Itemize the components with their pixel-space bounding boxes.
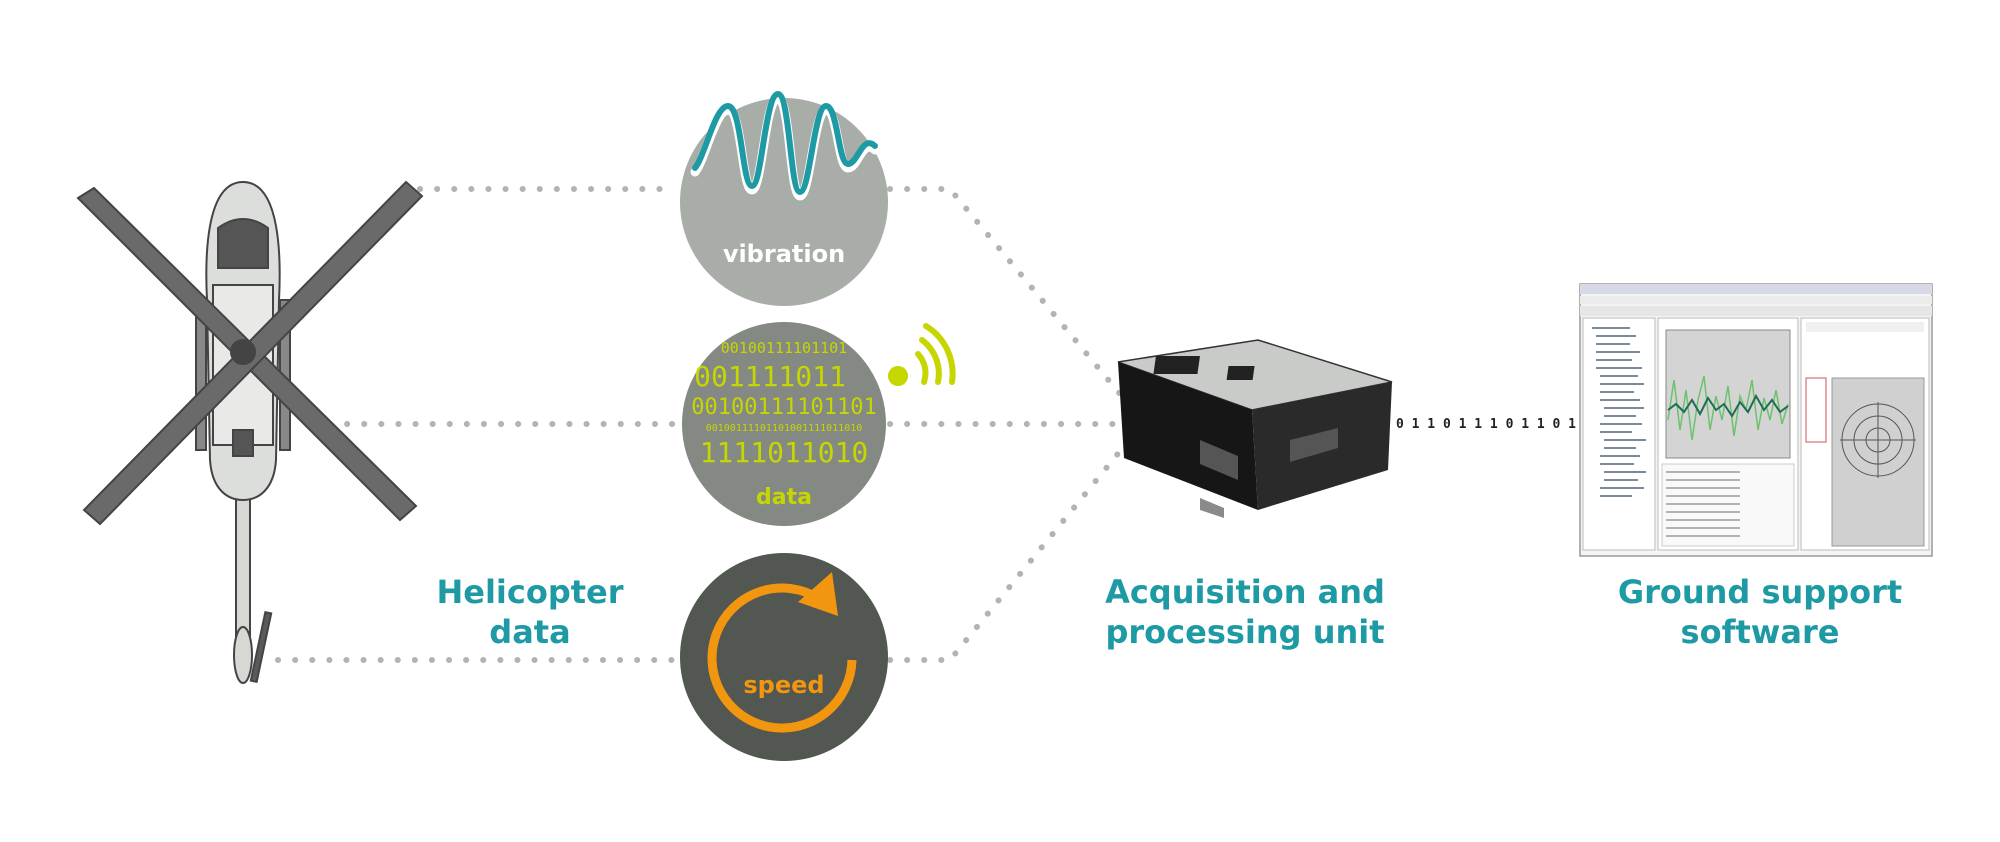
software-window-icon (1579, 283, 1933, 557)
helicopter-data-label-line1: Helicopter (436, 573, 624, 611)
helicopter-icon (76, 180, 424, 684)
speed-label: speed (743, 671, 824, 699)
tree-lines (1592, 327, 1646, 497)
wave-icon (690, 90, 880, 201)
data-node: 00100111101101 001111011 00100111101101 … (682, 322, 956, 526)
software-label-line2: software (1680, 613, 1840, 651)
data-binary-row-5: 1111011010 (700, 436, 869, 469)
helicopter-data-label: Helicopter data (430, 572, 630, 652)
data-binary-row-3: 00100111101101 (691, 395, 876, 420)
speed-node: speed (680, 553, 888, 761)
unit-label: Acquisition and processing unit (1100, 572, 1390, 652)
software-trace-dark (1667, 393, 1789, 418)
helicopter-data-label-line2: data (489, 613, 571, 651)
data-label: data (756, 485, 812, 510)
processing-unit-icon (1117, 339, 1393, 518)
wifi-icon (888, 323, 956, 386)
connector-lines (275, 186, 1128, 663)
unit-label-line2: processing unit (1105, 613, 1385, 651)
software-label: Ground support software (1610, 572, 1910, 652)
unit-label-line1: Acquisition and (1105, 573, 1385, 611)
vibration-node: vibration (680, 90, 888, 306)
data-binary-row-1: 00100111101101 (721, 339, 847, 357)
data-binary-row-4: 00100111101101001111011010 (706, 423, 863, 434)
rotation-arrow-icon (707, 572, 857, 733)
data-binary-row-2: 001111011 (694, 360, 846, 393)
software-label-line1: Ground support (1617, 573, 1903, 611)
output-binary: 0 1 1 0 1 1 1 0 1 1 0 1 1 1 0 1 (1396, 417, 1639, 432)
connector-vibration-unit (887, 186, 1128, 403)
data-circle (682, 322, 886, 526)
vibration-label: vibration (723, 240, 845, 268)
connector-speed-unit (887, 442, 1128, 663)
